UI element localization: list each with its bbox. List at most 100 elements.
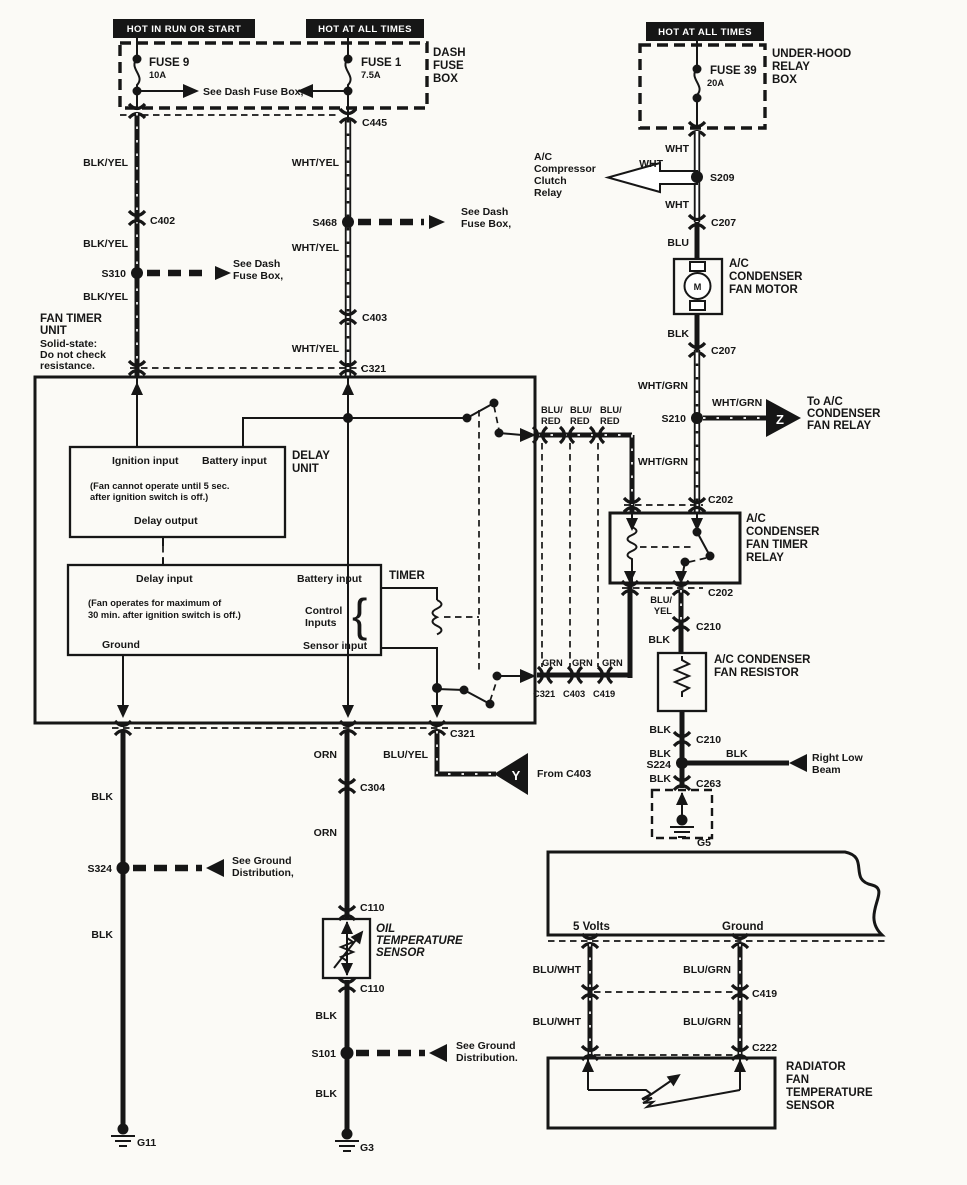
fan-motor-label: A/C xyxy=(729,258,749,270)
wire-label-blk: BLK xyxy=(649,724,671,736)
dash-fuse-box-outline xyxy=(118,41,429,110)
dash-fuse-box-label: DASH xyxy=(433,47,466,59)
wire-label-wht-grn: WHT/GRN xyxy=(712,397,762,409)
splice-s324-label: S324 xyxy=(87,863,112,875)
under-hood-box-label: RELAY xyxy=(772,61,810,73)
right-main-column: WHT WHT A/C Compressor Clutch Relay S209… xyxy=(534,131,881,514)
blu-red-output: BLU/ RED BLU/ RED BLU/ RED xyxy=(531,405,635,667)
timer-sensor-input: Sensor input xyxy=(303,640,368,652)
wire-label-blu-red: BLU/ xyxy=(600,405,622,415)
wire-label-blu-wht: BLU/WHT xyxy=(533,964,582,976)
see-dash-note: Fuse Box, xyxy=(233,270,283,282)
see-ground-note-2: See Ground xyxy=(456,1040,516,1052)
left-feed-wire-blk-yel: BLK/YEL C402 BLK/YEL S310 See Dash Fuse … xyxy=(83,113,283,377)
splice-s310-label: S310 xyxy=(101,268,126,280)
fan-timer-unit-caption: FAN TIMER UNIT Solid-state: Do not check… xyxy=(40,313,106,372)
timer-outline xyxy=(66,563,383,657)
wire-label-blk-yel: BLK/YEL xyxy=(83,238,129,250)
oil-sensor-label: TEMPERATURE xyxy=(376,935,463,947)
connector-c202-bottom: C202 xyxy=(708,587,733,599)
oil-sensor-outline xyxy=(321,917,372,980)
wire-label-blu-wht: BLU/WHT xyxy=(533,1016,582,1028)
ecm-outline xyxy=(546,850,886,937)
oil-sensor-label: SENSOR xyxy=(376,947,425,959)
z-letter: Z xyxy=(776,412,784,427)
ground-g3-label: G3 xyxy=(360,1142,374,1154)
to-ac-condenser-fan-relay-label: CONDENSER xyxy=(807,408,881,420)
connector-c445: C445 xyxy=(362,117,387,129)
fan-resistor-label: FAN RESISTOR xyxy=(714,667,799,679)
wire-label-blu-yel: BLU/ xyxy=(650,595,672,605)
timer-ground: Ground xyxy=(102,639,140,651)
ground-symbol-g3 xyxy=(334,1127,360,1152)
connector-c263: C263 xyxy=(696,778,721,790)
fan-timer-unit-note: Solid-state: xyxy=(40,338,97,350)
connector-c419-grn: C419 xyxy=(593,689,615,699)
wire-label-grn: GRN xyxy=(602,658,623,668)
oil-sensor-label: OIL xyxy=(376,923,395,935)
fan-resistor-outline xyxy=(656,651,708,713)
fan-timer-relay-label: CONDENSER xyxy=(746,526,820,538)
grn-output: GRN GRN GRN C321 C403 C419 xyxy=(533,583,633,699)
connector-c222: C222 xyxy=(752,1042,777,1054)
connector-c321-bottom: C321 xyxy=(450,728,475,740)
wire-label-wht-yel: WHT/YEL xyxy=(292,343,340,355)
fuse-9-amps: 10A xyxy=(149,70,166,80)
fuse-39-label: FUSE 39 xyxy=(710,65,757,77)
wire-label-blu: BLU xyxy=(667,237,689,249)
wire-label-blu-grn: BLU/GRN xyxy=(683,1016,731,1028)
splice-s209 xyxy=(691,171,703,183)
left-ground-wire: BLK S324 See Ground Distribution, BLK G1… xyxy=(87,731,294,1149)
timer-control-inputs: Inputs xyxy=(305,617,337,629)
wire-label-orn: ORN xyxy=(314,827,337,839)
wire-label-blu-red: RED xyxy=(570,416,590,426)
center-feed-wire-wht-yel: WHT/YEL S468 See Dash Fuse Box, WHT/YEL … xyxy=(130,120,511,377)
delay-unit-outline xyxy=(68,445,287,539)
wire-label-wht-grn: WHT/GRN xyxy=(638,380,688,392)
connector-c207-upper: C207 xyxy=(711,217,736,229)
delay-unit-title: UNIT xyxy=(292,463,319,475)
splice-s210-label: S210 xyxy=(661,413,686,425)
wire-label-blk: BLK xyxy=(726,748,748,760)
delay-unit-ignition-input: Ignition input xyxy=(112,455,179,467)
wire-label-blk-yel: BLK/YEL xyxy=(83,291,129,303)
fuse-1: FUSE 1 7.5A xyxy=(343,38,402,118)
fuse-1-amps: 7.5A xyxy=(361,70,381,80)
delay-unit-title: DELAY xyxy=(292,450,330,462)
timer-battery-input: Battery input xyxy=(297,573,362,585)
to-ac-condenser-fan-relay-label: FAN RELAY xyxy=(807,420,871,432)
under-hood-relay-box: HOT AT ALL TIMES UNDER-HOOD RELAY BOX FU… xyxy=(638,22,851,138)
wire-label-wht-yel: WHT/YEL xyxy=(292,242,340,254)
wire-label-blk: BLK xyxy=(315,1010,337,1022)
ac-compressor-clutch-relay-label: Compressor xyxy=(534,163,596,175)
splice-s324 xyxy=(116,861,130,875)
connector-c321-top: C321 xyxy=(361,363,386,375)
blu-yel-branch: BLU/YEL Y From C403 xyxy=(383,731,591,795)
timer-note: (Fan operates for maximum of xyxy=(88,598,222,608)
right-low-beam-arrow xyxy=(789,754,807,772)
fan-resistor-label: A/C CONDENSER xyxy=(714,654,811,666)
g5-box xyxy=(650,788,714,840)
wire-label-wht-grn: WHT/GRN xyxy=(638,456,688,468)
fan-timer-unit-note: Do not check xyxy=(40,349,106,361)
from-c403-label: From C403 xyxy=(537,768,591,780)
wire-label-wht: WHT xyxy=(665,143,689,155)
see-dash-note-2: See Dash xyxy=(461,206,508,218)
connector-c419: C419 xyxy=(752,988,777,1000)
y-arrow xyxy=(494,753,528,795)
fuse-9-label: FUSE 9 xyxy=(149,57,189,69)
y-letter: Y xyxy=(512,768,521,783)
timer-control-inputs: Control xyxy=(305,605,342,617)
splice-s101-label: S101 xyxy=(311,1048,336,1060)
splice-s224 xyxy=(676,757,688,769)
wire-label-blu-grn: BLU/GRN xyxy=(683,964,731,976)
see-ground-arrow xyxy=(206,859,224,877)
see-dash-fuse-box-note: See Dash Fuse Box, xyxy=(203,86,303,98)
ac-compressor-clutch-relay-label: A/C xyxy=(534,151,553,163)
see-dash-note: See Dash xyxy=(233,258,280,270)
dash-fuse-box-label: BOX xyxy=(433,73,458,85)
connector-c402: C402 xyxy=(150,215,175,227)
fan-motor-label: FAN MOTOR xyxy=(729,284,798,296)
